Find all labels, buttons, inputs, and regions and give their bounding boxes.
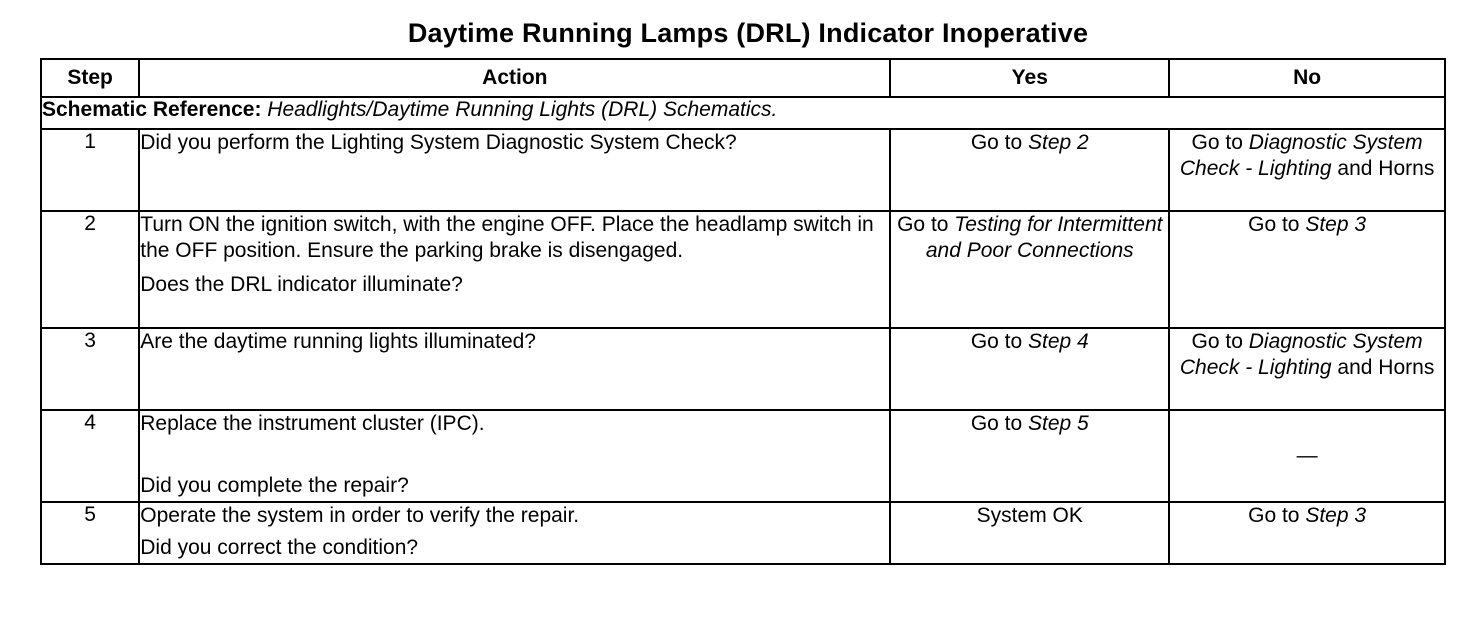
yes-cell: Go to Step 2 — [889, 128, 1171, 212]
no-cell: Go to Step 3 — [1168, 501, 1446, 565]
yes-step-link[interactable]: Step 2 — [1028, 131, 1089, 154]
no-suffix: and Horns — [1331, 356, 1435, 379]
no-prefix: Go to — [1248, 504, 1306, 527]
yes-prefix: Go to — [970, 131, 1029, 154]
step-number: 4 — [39, 409, 141, 503]
no-cell: Go to Step 3 — [1168, 210, 1446, 329]
schematic-reference: Schematic Reference: Headlights/Daytime … — [40, 96, 1446, 130]
schematic-label: Schematic Reference: — [42, 98, 262, 121]
header-yes: Yes — [889, 58, 1171, 98]
yes-cell: System OK — [889, 501, 1171, 565]
schematic-link[interactable]: Headlights/Daytime Running Lights (DRL) … — [267, 98, 778, 121]
table-row: 5 Operate the system in order to verify … — [39, 501, 1446, 565]
action-question: Did you complete the repair? — [140, 474, 409, 497]
step-number: 3 — [39, 327, 141, 411]
yes-prefix: Go to — [897, 213, 955, 236]
action-cell: Turn ON the ignition switch, with the en… — [138, 210, 892, 329]
yes-step-link[interactable]: Step 4 — [1028, 330, 1089, 353]
no-prefix: Go to — [1191, 330, 1249, 353]
header-row: Step Action Yes No — [39, 58, 1446, 98]
yes-cell: Go to Step 4 — [889, 327, 1171, 411]
table-row: 1 Did you perform the Lighting System Di… — [39, 128, 1446, 212]
page-title: Daytime Running Lamps (DRL) Indicator In… — [407, 18, 1089, 48]
action-text: Replace the instrument cluster (IPC). — [140, 412, 485, 435]
action-cell: Replace the instrument cluster (IPC). Di… — [138, 409, 892, 503]
action-cell: Are the daytime running lights illuminat… — [138, 327, 892, 411]
yes-cell: Go to Step 5 — [889, 409, 1171, 503]
action-text: Did you perform the Lighting System Diag… — [140, 131, 737, 154]
yes-prefix: Go to — [970, 330, 1029, 353]
no-cell: Go to Diagnostic System Check - Lighting… — [1168, 327, 1446, 411]
yes-testing-link[interactable]: Testing for Intermittent and Poor Connec… — [925, 213, 1163, 262]
no-step-link[interactable]: Step 3 — [1305, 213, 1367, 236]
header-no: No — [1168, 58, 1446, 98]
step-number: 2 — [39, 210, 141, 329]
no-cell: Go to Diagnostic System Check - Lighting… — [1168, 128, 1446, 212]
no-prefix: Go to — [1191, 131, 1249, 154]
header-step: Step — [39, 58, 141, 98]
table-row: 3 Are the daytime running lights illumin… — [39, 327, 1446, 411]
table-row: 4 Replace the instrument cluster (IPC). … — [39, 409, 1446, 503]
action-text: Operate the system in order to verify th… — [140, 504, 580, 527]
header-action: Action — [138, 58, 892, 98]
step-number: 5 — [39, 501, 141, 565]
yes-system-ok: System OK — [976, 504, 1083, 527]
no-prefix: Go to — [1248, 213, 1306, 236]
yes-prefix: Go to — [970, 412, 1029, 435]
table-row: 2 Turn ON the ignition switch, with the … — [39, 210, 1446, 329]
yes-cell: Go to Testing for Intermittent and Poor … — [889, 210, 1171, 329]
yes-step-link[interactable]: Step 5 — [1028, 412, 1089, 435]
no-diagnostic-link[interactable]: Diagnostic System Check - Lighting — [1179, 131, 1423, 180]
no-suffix: and Horns — [1331, 157, 1435, 180]
action-text: Are the daytime running lights illuminat… — [140, 330, 536, 353]
action-cell: Did you perform the Lighting System Diag… — [138, 128, 892, 212]
no-cell: — — [1168, 409, 1446, 503]
step-number: 1 — [39, 128, 141, 212]
action-question: Did you correct the condition? — [140, 536, 419, 559]
action-question: Does the DRL indicator illuminate? — [140, 273, 463, 296]
action-cell: Operate the system in order to verify th… — [138, 501, 892, 565]
no-step-link[interactable]: Step 3 — [1305, 504, 1367, 527]
diagnostic-table: Step Action Yes No Schematic Reference: … — [39, 58, 1446, 565]
schematic-row: Schematic Reference: Headlights/Daytime … — [40, 96, 1446, 130]
no-dash: — — [1296, 444, 1318, 467]
action-text: Turn ON the ignition switch, with the en… — [140, 213, 874, 262]
no-diagnostic-link[interactable]: Diagnostic System Check - Lighting — [1179, 330, 1423, 379]
